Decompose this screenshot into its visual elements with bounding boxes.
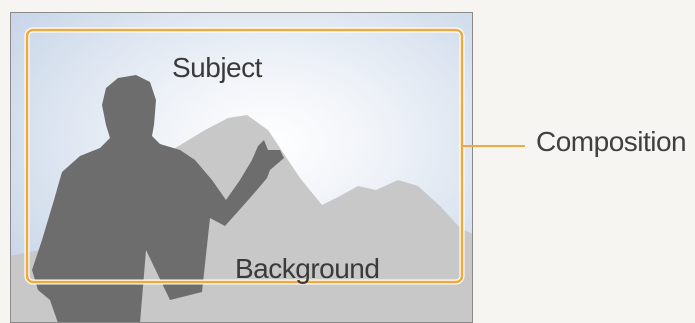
composition-label: Composition [536,126,686,158]
background-label: Background [235,253,379,285]
subject-label: Subject [172,52,262,84]
